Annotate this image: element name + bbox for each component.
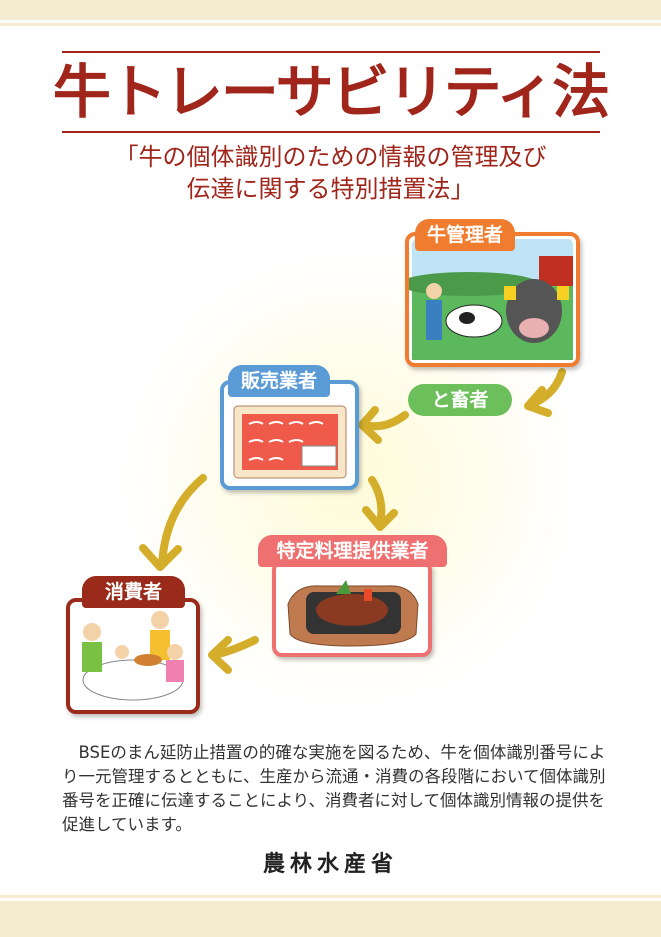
bottom-band [0,901,661,937]
slaughterer-label: と畜者 [408,384,512,416]
meat-package-illustration [233,405,347,479]
restaurant-card [272,560,432,657]
title-rule-bottom [62,131,600,133]
subtitle-line-1: 「牛の個体識別のための情報の管理及び [114,143,547,171]
ministry-name: 農林水産省 [262,852,398,877]
restaurant-label: 特定料理提供業者 [258,535,447,567]
top-band [0,0,661,20]
top-band-line [0,23,661,26]
arrow-restaurant-to-consumer [208,636,259,674]
description-paragraph: BSEのまん延防止措置の的確な実施を図るため、牛を個体識別番号により一元管理する… [62,743,606,834]
page-title: 牛トレーサビリティ法 [52,58,610,126]
cattle-manager-card [399,232,580,367]
arrow-retailer-to-consumer [139,474,207,571]
steak-illustration [287,580,419,647]
retailer-label: 販売業者 [228,365,330,397]
arrow-retailer-to-restaurant [362,476,398,531]
subtitle-line-2: 伝達に関する特別措置法」 [186,175,475,203]
consumer-label: 消費者 [82,576,185,608]
arrow-manager-to-slaughterer [524,368,566,417]
title-rule-top [62,51,600,53]
arrow-slaughterer-to-retailer [358,406,409,444]
consumer-card [66,598,200,714]
bottom-band-line [0,895,661,898]
family-dining-illustration [82,611,184,701]
cattle-manager-label: 牛管理者 [415,219,515,251]
farm-illustration [399,239,573,360]
